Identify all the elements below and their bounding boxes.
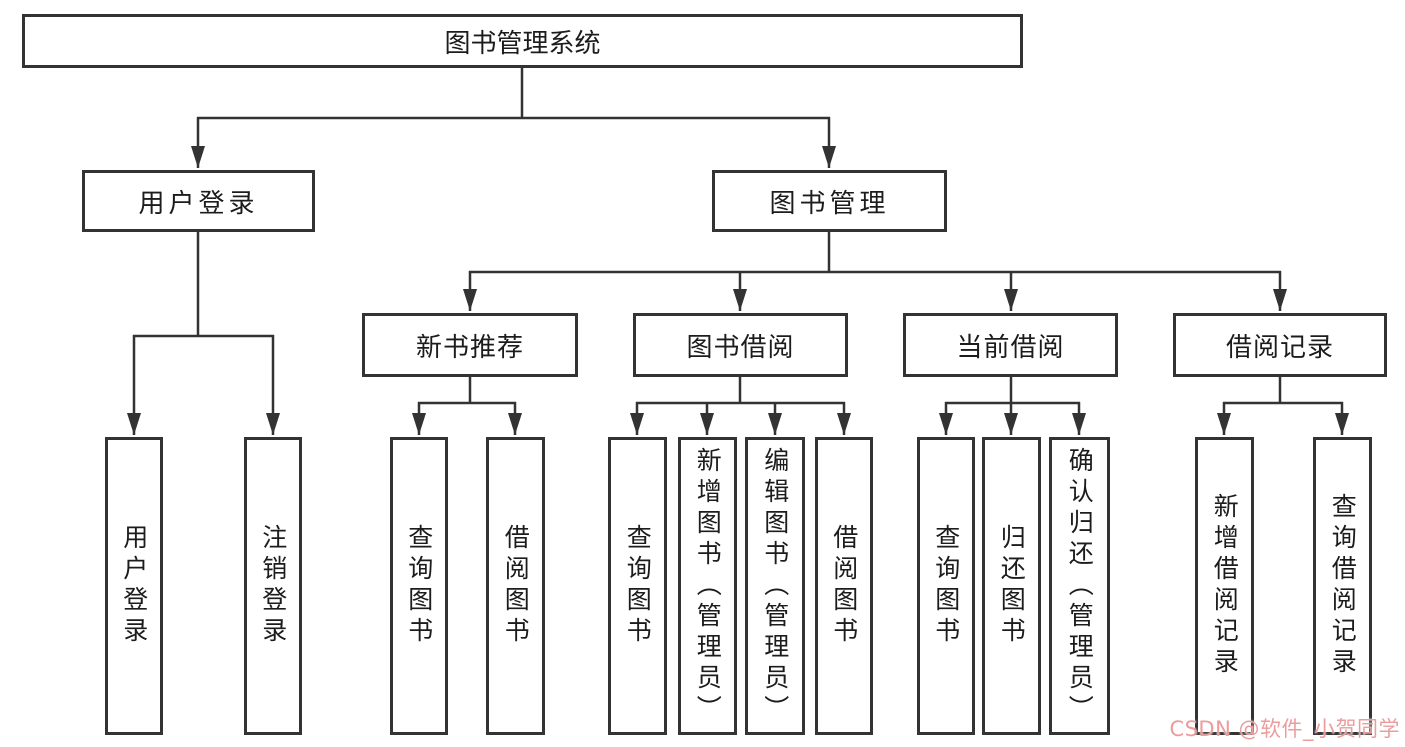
leaf-query-books-recommend-label: 查询图书 [404,524,434,648]
leaf-query-borrow-record-label: 查询借阅记录 [1328,493,1358,679]
leaf-add-borrow-record-label: 新增借阅记录 [1210,493,1240,679]
leaf-return-books: 归还图书 [982,437,1041,735]
csdn-watermark: CSDN @软件_小贺同学 [1169,717,1400,741]
node-root-system: 图书管理系统 [22,14,1023,68]
leaf-logout: 注销登录 [244,437,302,735]
leaf-add-borrow-record: 新增借阅记录 [1195,437,1254,735]
leaf-user-login: 用户登录 [105,437,163,735]
leaf-query-books-recommend: 查询图书 [390,437,448,735]
leaf-add-books-admin: 新增图书（管理员） [678,437,737,735]
leaf-edit-books-admin-label: 编辑图书（管理员） [760,446,790,726]
leaf-add-books-admin-label: 新增图书（管理员） [693,446,723,726]
leaf-query-books-current-label: 查询图书 [931,524,961,648]
leaf-borrow-books-borrowing: 借阅图书 [815,437,873,735]
leaf-borrow-books-borrowing-label: 借阅图书 [829,524,859,648]
leaf-edit-books-admin: 编辑图书（管理员） [745,437,805,735]
leaf-borrow-books-recommend: 借阅图书 [486,437,545,735]
node-current-borrowing: 当前借阅 [903,313,1118,377]
leaf-query-books-borrowing-label: 查询图书 [623,524,653,648]
node-book-borrowing: 图书借阅 [633,313,848,377]
node-new-book-recommend: 新书推荐 [362,313,578,377]
leaf-query-books-current: 查询图书 [917,437,975,735]
node-borrowing-records: 借阅记录 [1173,313,1387,377]
node-book-management: 图书管理 [712,170,947,232]
leaf-confirm-return-admin: 确认归还（管理员） [1049,437,1110,735]
leaf-logout-label: 注销登录 [258,524,288,648]
leaf-borrow-books-recommend-label: 借阅图书 [501,524,531,648]
leaf-query-books-borrowing: 查询图书 [608,437,667,735]
leaf-confirm-return-admin-label: 确认归还（管理员） [1065,446,1095,726]
leaf-return-books-label: 归还图书 [997,524,1027,648]
leaf-query-borrow-record: 查询借阅记录 [1313,437,1372,735]
leaf-user-login-label: 用户登录 [119,524,149,648]
node-user-login: 用户登录 [82,170,315,232]
